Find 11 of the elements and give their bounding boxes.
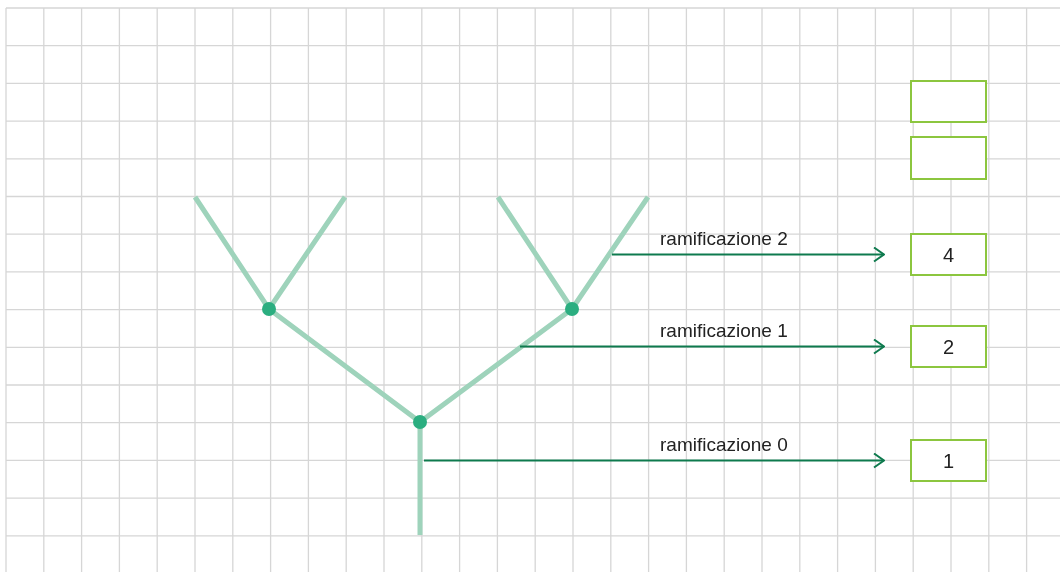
empty-box xyxy=(910,80,987,123)
answer-box: 4 xyxy=(910,233,987,276)
empty-box xyxy=(910,136,987,180)
edge-label: ramificazione 2 xyxy=(660,228,788,248)
edge-label: ramificazione 1 xyxy=(660,320,788,340)
answer-box: 1 xyxy=(910,439,987,482)
arrow xyxy=(520,338,885,355)
arrow xyxy=(612,246,885,263)
edge-label: ramificazione 0 xyxy=(660,434,788,454)
answer-box: 2 xyxy=(910,325,987,368)
arrow xyxy=(424,452,885,469)
